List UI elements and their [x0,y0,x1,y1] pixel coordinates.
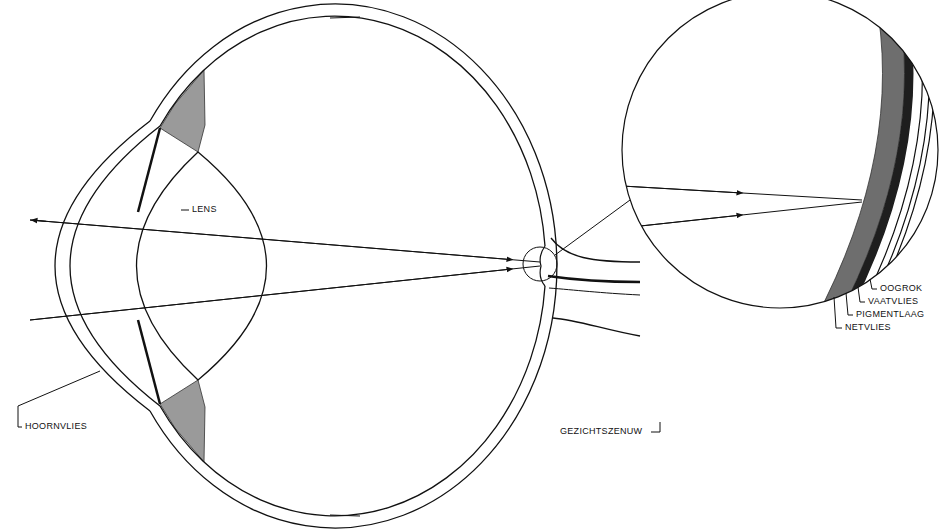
light-ray [30,220,510,260]
leader-line [858,287,865,302]
layer-label: OOGROK [880,283,922,294]
ciliary-body [160,380,205,462]
iris [138,128,160,212]
layer-label: VAATVLIES [868,296,918,307]
optic-vessel [549,288,640,295]
leader-line [181,210,189,211]
leader-line [651,422,660,432]
light-ray [622,186,740,193]
layer-label: NETVLIES [845,322,891,333]
zoom-connector [555,200,630,255]
zoom-circle [622,0,938,308]
retina-band [815,0,905,320]
part-label: LENS [192,204,217,215]
zoom-marker [523,247,557,281]
light-ray [622,186,862,200]
light-ray [30,266,540,320]
light-ray [34,220,46,221]
ora-mark [330,515,360,516]
light-ray [30,269,510,320]
part-label: HOORNVLIES [25,421,87,432]
optic-nerve [551,238,640,262]
choroid-line [855,0,923,320]
light-ray [622,202,862,228]
sclera-line [862,0,930,320]
ciliary-body [160,70,205,152]
optic-nerve [553,318,640,336]
ora-mark [330,17,360,18]
layer-label: PIGMENTLAAG [856,309,924,320]
leader-line [18,371,100,427]
lens [137,152,267,380]
cornea-outer [55,121,150,411]
pigment-band [837,0,914,320]
optic-vessel [548,276,640,282]
part-label: GEZICHTSZENUW [560,426,642,437]
leader-line [846,293,853,315]
light-ray [30,220,540,262]
leader-line [870,279,877,289]
iris [138,320,160,404]
leader-line [834,297,842,328]
